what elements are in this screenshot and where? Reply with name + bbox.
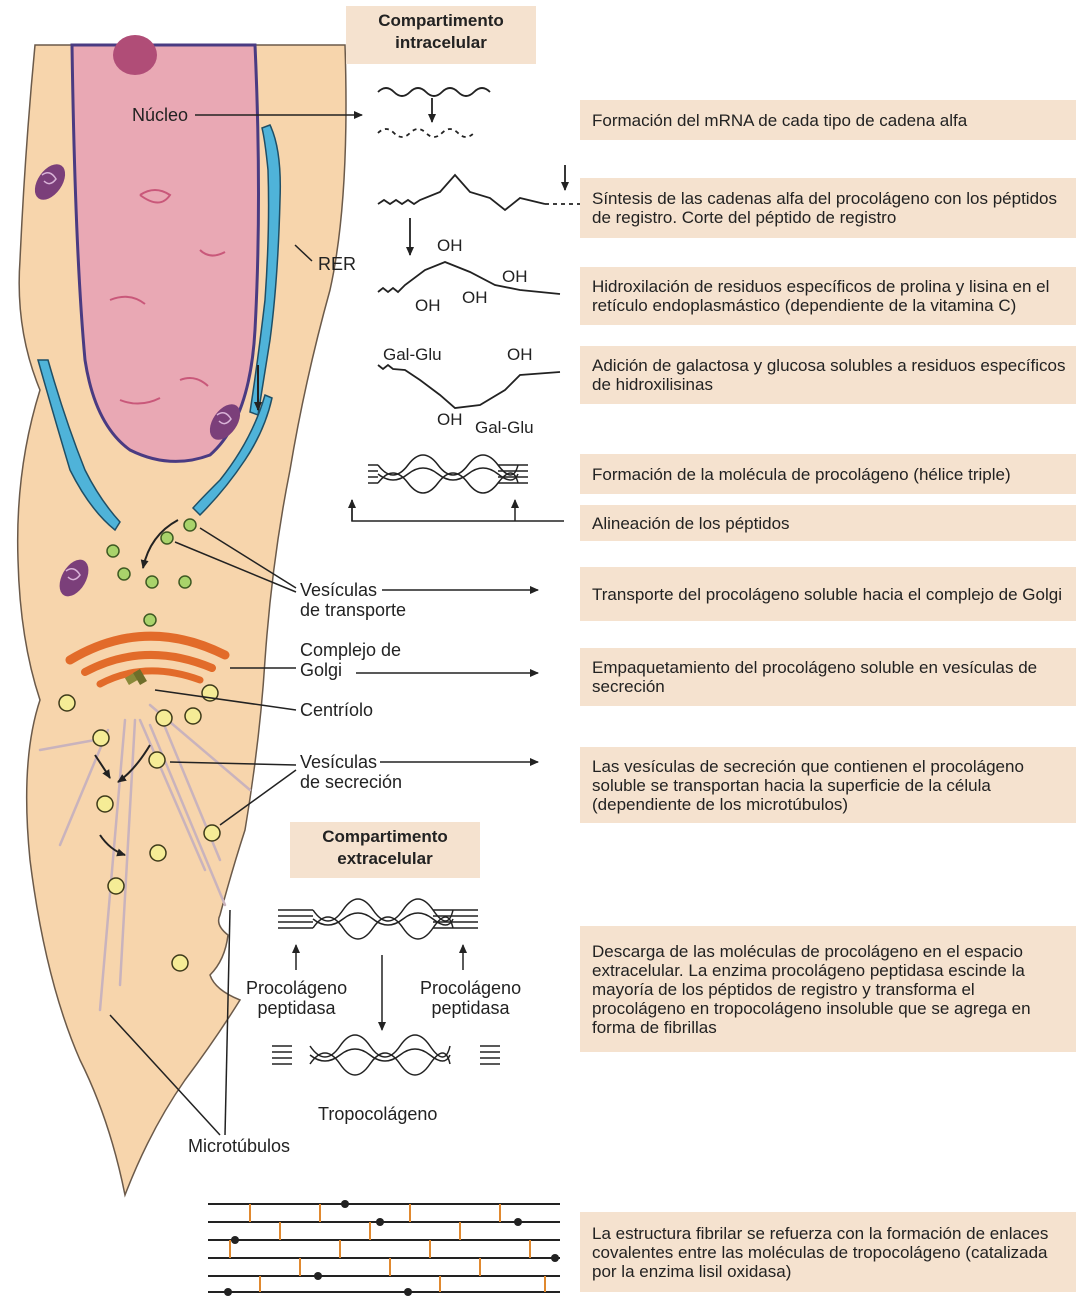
glycosylation-diagram (378, 365, 560, 408)
tropocollagen-label: Tropocolágeno (318, 1104, 437, 1124)
step-box: La estructura fibrilar se refuerza con l… (580, 1212, 1076, 1292)
golgi-label: Complejo de Golgi (300, 640, 401, 680)
rer-label: RER (318, 254, 356, 274)
step-box: Alineación de los péptidos (580, 505, 1076, 541)
oh-label: OH (507, 345, 533, 365)
step-text: Las vesículas de secreción que contienen… (592, 757, 1068, 814)
oh-label: OH (415, 296, 441, 316)
step-box: Descarga de las moléculas de procolágeno… (580, 926, 1076, 1052)
oh-label: OH (437, 236, 463, 256)
galglu-label: Gal-Glu (383, 345, 442, 365)
step-box: Hidroxilación de residuos específicos de… (580, 267, 1076, 325)
transport-vesicles-label: Vesículas de transporte (300, 580, 406, 620)
centriole-label: Centríolo (300, 700, 373, 720)
nucleus-label: Núcleo (132, 105, 188, 125)
mrna-diagram (378, 88, 490, 137)
peptidase-right-label: Procolágeno peptidasa (420, 978, 521, 1018)
step-box: Las vesículas de secreción que contienen… (580, 747, 1076, 823)
oh-label: OH (462, 288, 488, 308)
step-text: Empaquetamiento del procolágeno soluble … (592, 658, 1068, 696)
step-text: Alineación de los péptidos (592, 514, 790, 533)
step-text: Descarga de las moléculas de procolágeno… (592, 942, 1068, 1037)
oh-label: OH (437, 410, 463, 430)
step-text: Formación del mRNA de cada tipo de caden… (592, 111, 967, 130)
secretion-vesicles-label: Vesículas de secreción (300, 752, 402, 792)
tropocollagen-diagram (272, 1035, 500, 1075)
step-text: Adición de galactosa y glucosa solubles … (592, 356, 1068, 394)
step-text: Transporte del procolágeno soluble hacia… (592, 585, 1062, 604)
galglu-label: Gal-Glu (475, 418, 534, 438)
step-text: Síntesis de las cadenas alfa del procolá… (592, 189, 1068, 227)
nucleolus (113, 35, 157, 75)
step-text: Formación de la molécula de procolágeno … (592, 465, 1011, 484)
procollagen-helix (352, 455, 564, 521)
fibril-crosslinks (208, 1200, 560, 1296)
intracellular-header: Compartimento intracelular (346, 6, 536, 64)
step-box: Formación del mRNA de cada tipo de caden… (580, 100, 1076, 140)
step-box: Empaquetamiento del procolágeno soluble … (580, 648, 1076, 706)
step-box: Formación de la molécula de procolágeno … (580, 454, 1076, 494)
oh-label: OH (502, 267, 528, 287)
extracellular-header: Compartimento extracelular (290, 822, 480, 878)
step-box: Adición de galactosa y glucosa solubles … (580, 346, 1076, 404)
alpha-chain-synthesis (378, 165, 580, 255)
step-box: Síntesis de las cadenas alfa del procolá… (580, 178, 1076, 238)
microtubules-label: Microtúbulos (188, 1136, 290, 1156)
peptidase-left-label: Procolágeno peptidasa (246, 978, 347, 1018)
step-text: Hidroxilación de residuos específicos de… (592, 277, 1068, 315)
step-box: Transporte del procolágeno soluble hacia… (580, 567, 1076, 621)
step-text: La estructura fibrilar se refuerza con l… (592, 1224, 1068, 1281)
